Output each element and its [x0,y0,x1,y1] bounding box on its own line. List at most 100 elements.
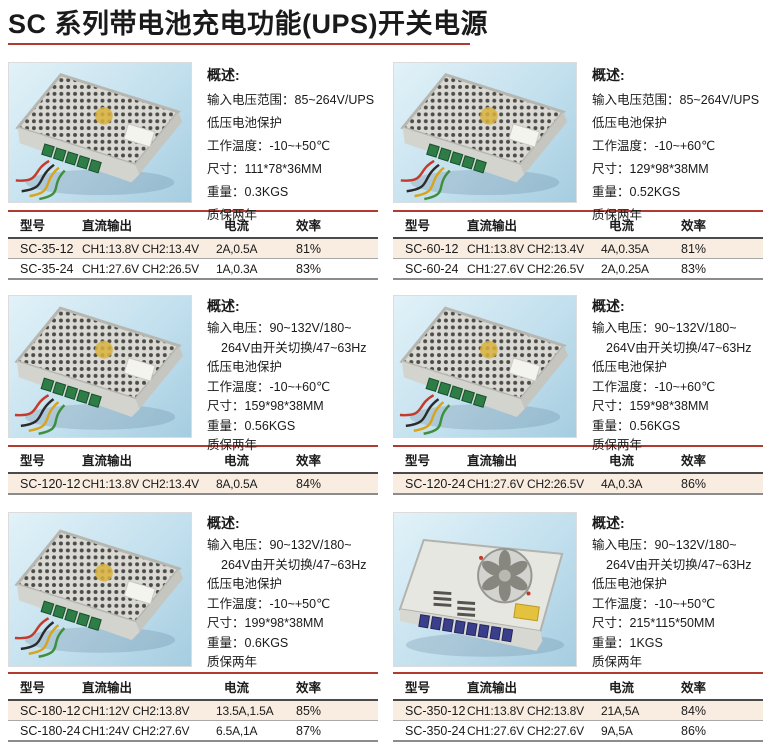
overview-line: 质保两年 [207,438,258,452]
cell-dc-output: CH1:13.8V CH2:13.4V [82,473,216,495]
overview-line: 尺寸：129*98*38MM [592,162,709,176]
cell-efficiency: 83% [681,258,763,280]
product-photo-sc-180 [8,512,192,667]
overview-line: 尺寸：215*115*50MM [592,616,715,630]
cell-current: 21A,5A [601,700,681,721]
table-header-row: 型号 直流输出 电流 效率 [8,673,378,701]
cell-efficiency: 84% [296,473,378,495]
cell-current: 9A,5A [601,720,681,742]
cell-dc-output: CH1:12V CH2:13.8V [82,700,216,721]
psu-mesh-photo-icon [9,513,191,666]
spec-table-sc-350: 型号 直流输出 电流 效率 SC-350-12 CH1:13.8V CH2:13… [393,672,763,742]
overview-title: 概述: [592,298,625,314]
col-header-dc-output: 直流输出 [82,673,216,701]
overview-line: 输入电压：90~132V/180~ [592,321,737,335]
table-row: SC-60-12 CH1:13.8V CH2:13.4V 4A,0.35A 81… [393,238,763,259]
product-photo-sc-120-12 [8,295,192,438]
overview-line: 低压电池保护 [592,116,668,130]
cell-model: SC-60-24 [393,258,467,280]
cell-current: 6.5A,1A [216,720,296,742]
psu-mesh-photo-icon [394,296,576,437]
title-underline [8,43,470,45]
cell-dc-output: CH1:13.8V CH2:13.4V [467,238,601,259]
overview-line: 工作温度：-10~+60℃ [592,379,716,394]
overview-line: 低压电池保护 [207,360,283,374]
overview-line: 质保两年 [592,438,643,452]
cell-efficiency: 87% [296,720,378,742]
table-row: SC-350-24 CH1:27.6V CH2:27.6V 9A,5A 86% [393,720,763,742]
cell-dc-output: CH1:27.6V CH2:26.5V [467,258,601,280]
col-header-dc-output: 直流输出 [467,211,601,239]
table-row: SC-350-12 CH1:13.8V CH2:13.8V 21A,5A 84% [393,700,763,721]
cell-model: SC-35-24 [8,258,82,280]
cell-model: SC-35-12 [8,238,82,259]
psu-mesh-photo-icon [9,296,191,437]
overview-sc-350: 概述: 输入电压：90~132V/180~ 264V由开关切换/47~63Hz … [577,512,752,672]
col-header-model: 型号 [8,446,82,474]
overview-line: 264V由开关切换/47~63Hz [221,557,367,572]
table-row: SC-60-24 CH1:27.6V CH2:26.5V 2A,0.25A 83… [393,258,763,280]
cell-efficiency: 86% [681,473,763,495]
cell-model: SC-120-12 [8,473,82,495]
overview-line: 工作温度：-10~+60℃ [207,379,331,394]
product-photo-sc-120-24 [393,295,577,438]
product-section-sc-120-24: 概述: 输入电压：90~132V/180~ 264V由开关切换/47~63Hz … [393,295,763,495]
overview-title: 概述: [207,515,240,531]
col-header-current: 电流 [216,446,296,474]
spec-table-sc-35: 型号 直流输出 电流 效率 SC-35-12 CH1:13.8V CH2:13.… [8,210,378,280]
overview-title: 概述: [592,67,625,83]
cell-model: SC-180-12 [8,700,82,721]
cell-dc-output: CH1:27.6V CH2:26.5V [467,473,601,495]
overview-line: 低压电池保护 [592,360,668,374]
cell-efficiency: 81% [681,238,763,259]
psu-fan-photo-icon [394,513,576,666]
overview-title: 概述: [592,515,625,531]
cell-current: 1A,0.3A [216,258,296,280]
overview-line: 工作温度：-10~+50℃ [207,596,331,611]
overview-line: 重量：0.52KGS [592,185,681,199]
col-header-efficiency: 效率 [681,446,763,474]
overview-line: 尺寸：111*78*36MM [207,162,322,176]
cell-dc-output: CH1:27.6V CH2:26.5V [82,258,216,280]
spec-table-sc-180: 型号 直流输出 电流 效率 SC-180-12 CH1:12V CH2:13.8… [8,672,378,742]
col-header-current: 电流 [216,673,296,701]
spec-table-sc-120-12: 型号 直流输出 电流 效率 SC-120-12 CH1:13.8V CH2:13… [8,445,378,495]
cell-efficiency: 83% [296,258,378,280]
overview-title: 概述: [207,298,240,314]
page-title: SC 系列带电池充电功能(UPS)开关电源 [8,9,489,39]
cell-model: SC-180-24 [8,720,82,742]
table-header-row: 型号 直流输出 电流 效率 [393,673,763,701]
cell-current: 13.5A,1.5A [216,700,296,721]
cell-current: 2A,0.5A [216,238,296,259]
col-header-dc-output: 直流输出 [82,446,216,474]
table-row: SC-120-12 CH1:13.8V CH2:13.4V 8A,0.5A 84… [8,473,378,495]
table-row: SC-180-12 CH1:12V CH2:13.8V 13.5A,1.5A 8… [8,700,378,721]
cell-dc-output: CH1:24V CH2:27.6V [82,720,216,742]
col-header-model: 型号 [8,211,82,239]
col-header-current: 电流 [216,211,296,239]
cell-model: SC-350-12 [393,700,467,721]
overview-line: 工作温度：-10~+50℃ [207,139,331,153]
product-photo-sc-35 [8,62,192,203]
overview-line: 低压电池保护 [207,116,283,130]
overview-title: 概述: [207,67,240,83]
overview-line: 输入电压范围：85~264V/UPS [592,93,760,107]
overview-sc-60: 概述: 输入电压范围：85~264V/UPS 低压电池保护 工作温度：-10~+… [577,62,760,222]
col-header-model: 型号 [393,211,467,239]
product-section-sc-35: 概述: 输入电压范围：85~264V/UPS 低压电池保护 工作温度：-10~+… [8,62,378,280]
overview-line: 重量：0.6KGS [207,635,289,650]
cell-model: SC-120-24 [393,473,467,495]
cell-dc-output: CH1:27.6V CH2:27.6V [467,720,601,742]
spec-table-sc-120-24: 型号 直流输出 电流 效率 SC-120-24 CH1:27.6V CH2:26… [393,445,763,495]
overview-line: 工作温度：-10~+60℃ [592,139,716,153]
overview-line: 低压电池保护 [207,577,283,591]
col-header-efficiency: 效率 [681,673,763,701]
col-header-current: 电流 [601,211,681,239]
overview-sc-35: 概述: 输入电压范围：85~264V/UPS 低压电池保护 工作温度：-10~+… [192,62,374,222]
overview-line: 264V由开关切换/47~63Hz [606,340,752,355]
product-photo-sc-350 [393,512,577,667]
cell-current: 4A,0.3A [601,473,681,495]
table-row: SC-120-24 CH1:27.6V CH2:26.5V 4A,0.3A 86… [393,473,763,495]
col-header-dc-output: 直流输出 [467,446,601,474]
